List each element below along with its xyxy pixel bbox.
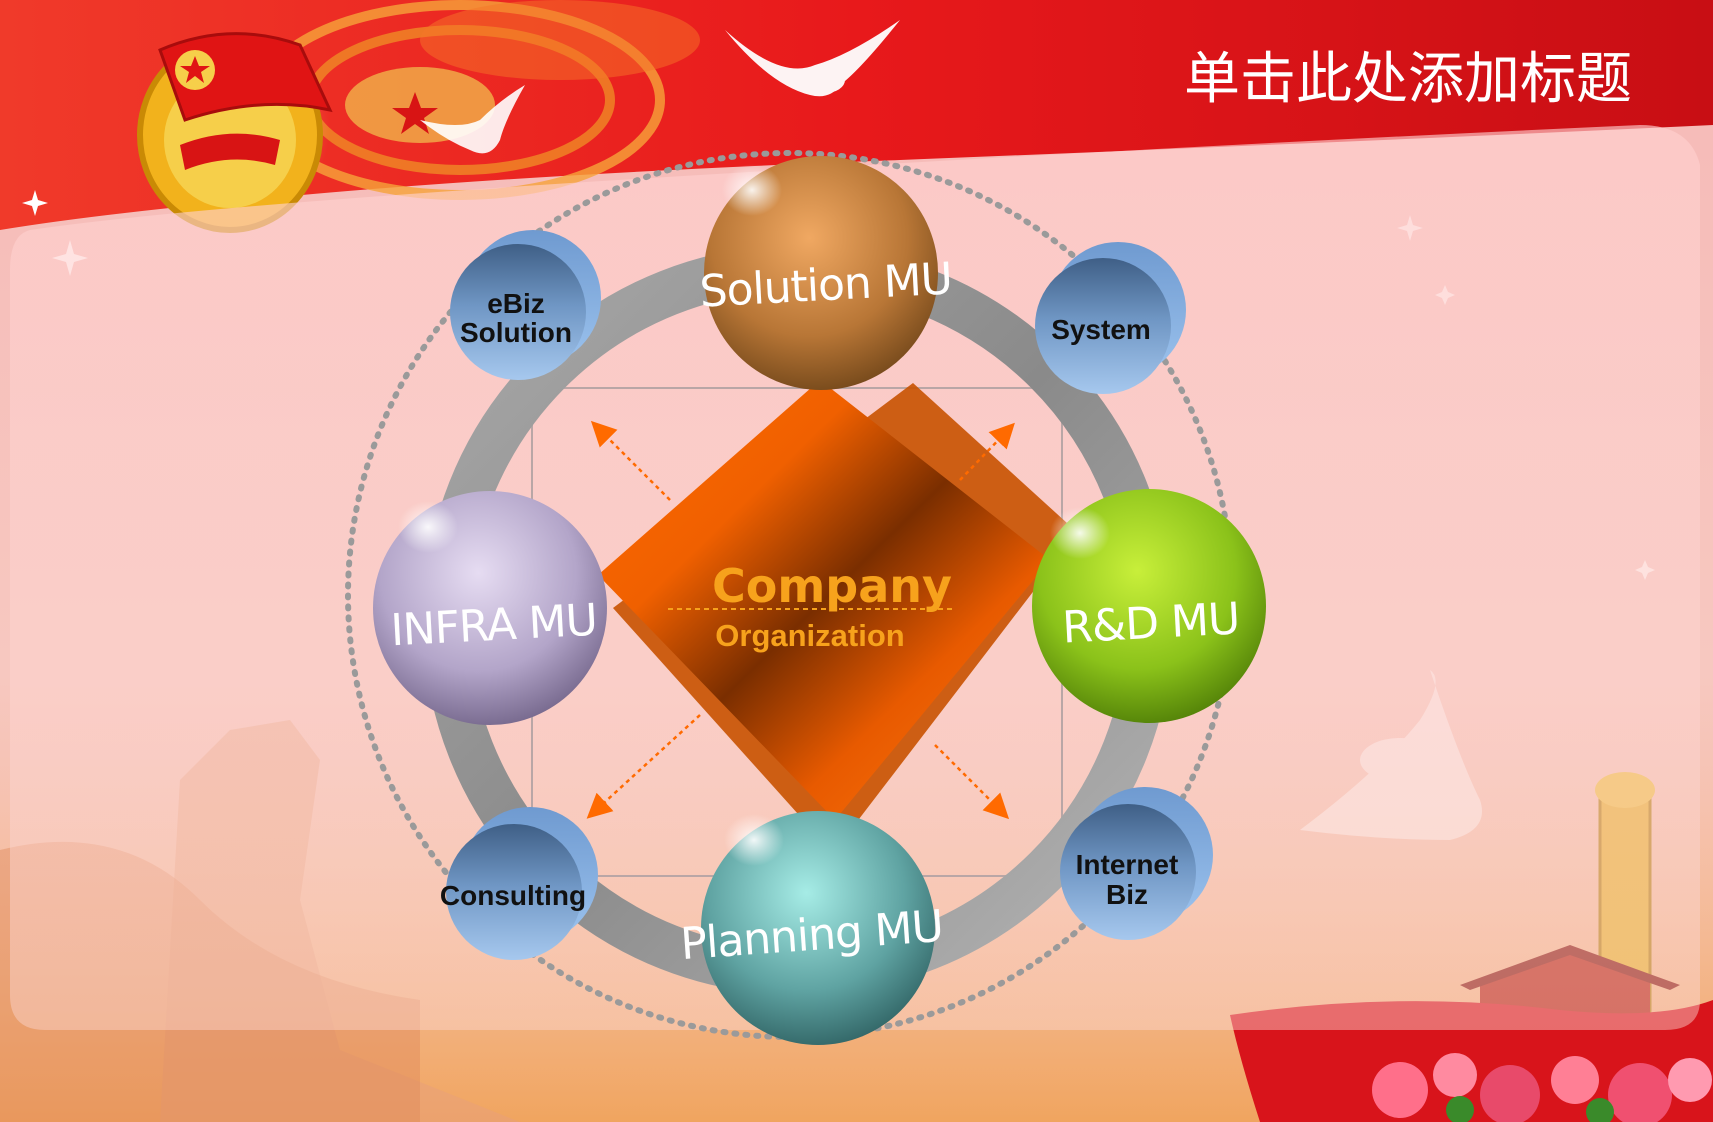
- sphere-label: R&D MU: [1061, 593, 1240, 653]
- satellite-label-line1: eBiz: [487, 288, 545, 319]
- sphere-infra-mu[interactable]: INFRA MU: [373, 491, 607, 725]
- sphere-highlight: [398, 501, 458, 553]
- diagonal-arrows: [586, 420, 1015, 820]
- arrow-top-left: [590, 420, 671, 501]
- center-diamond: [598, 380, 1078, 853]
- sphere-highlight: [722, 164, 782, 216]
- sphere-highlight: [1050, 507, 1110, 559]
- satellite-label-line1: Consulting: [440, 880, 586, 911]
- flowers-scenery: [1372, 1053, 1712, 1122]
- sphere-rnd-mu[interactable]: R&D MU: [1032, 489, 1266, 723]
- org-diagram: Company Organization eBiz Solution Syste…: [345, 150, 1266, 1045]
- sphere-planning-mu[interactable]: Planning MU: [679, 811, 945, 1045]
- banner-decor: [255, 0, 700, 200]
- dove-icon: [725, 20, 900, 97]
- sphere-solution-mu[interactable]: Solution MU: [698, 156, 953, 390]
- banner-star-icon: [392, 92, 438, 134]
- satellite-label-line2: Biz: [1106, 879, 1148, 910]
- center-subtitle[interactable]: Organization: [715, 618, 904, 653]
- sphere-label: INFRA MU: [389, 595, 598, 657]
- sphere-highlight: [724, 814, 784, 866]
- satellite-top-left[interactable]: eBiz Solution: [450, 230, 601, 380]
- center-title[interactable]: Company: [712, 559, 952, 613]
- slide-title[interactable]: 单击此处添加标题: [1184, 47, 1632, 112]
- satellite-label-line1: System: [1051, 314, 1151, 345]
- satellite-bottom-left[interactable]: Consulting: [440, 807, 598, 960]
- satellite-label-line2: Solution: [460, 317, 572, 348]
- satellite-top-right[interactable]: System: [1035, 242, 1186, 394]
- emblem-logo: [137, 32, 333, 233]
- arrow-top-right: [959, 422, 1015, 481]
- satellite-label-line1: Internet: [1076, 849, 1179, 880]
- satellite-bottom-right[interactable]: Internet Biz: [1060, 787, 1213, 940]
- dove-icon: [420, 85, 525, 154]
